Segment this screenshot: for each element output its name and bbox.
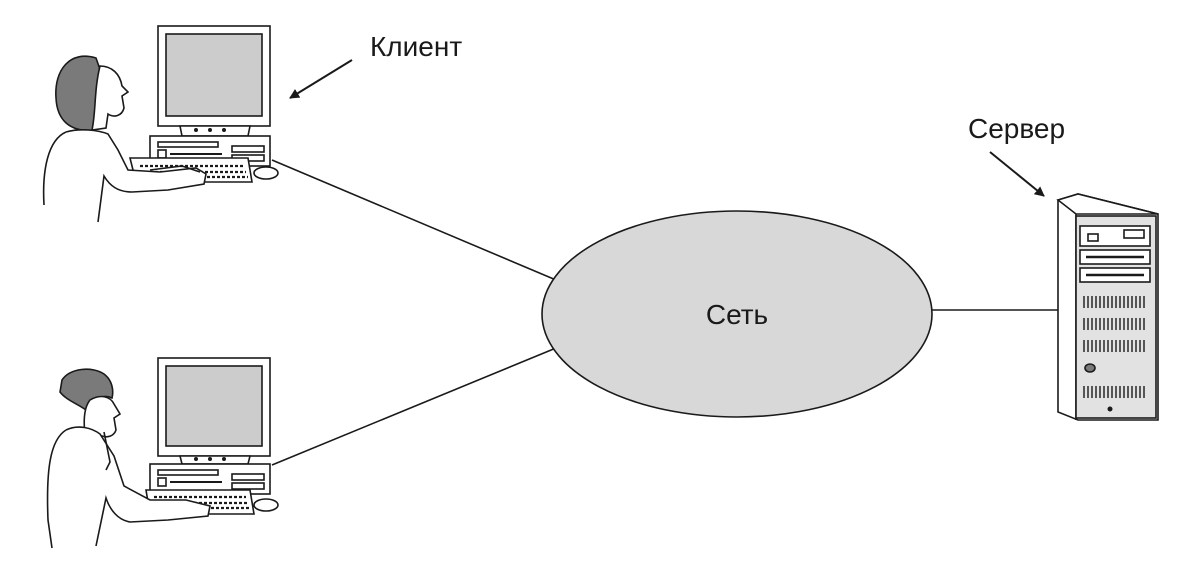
server-node: Сервер [968,113,1159,421]
desktop-computer-icon [128,25,279,183]
server-tower-icon [1056,193,1159,421]
server-label: Сервер [968,113,1065,144]
link-client-bottom-to-network [271,347,557,466]
client-callout: Клиент [289,31,462,99]
client-bottom [46,357,279,549]
arrow-icon [289,59,353,99]
network-node: Сеть [541,210,933,418]
server-vents [1083,296,1145,398]
client-user-female-icon [42,55,207,223]
network-label: Сеть [706,299,768,330]
client-user-male-icon [46,368,211,549]
desktop-computer-icon [145,357,279,515]
client-top [42,25,279,223]
link-client-top-to-network [271,159,557,281]
connection-lines [271,159,1058,466]
arrow-icon [989,151,1045,197]
network-ellipse [541,210,933,418]
client-label: Клиент [370,31,462,62]
